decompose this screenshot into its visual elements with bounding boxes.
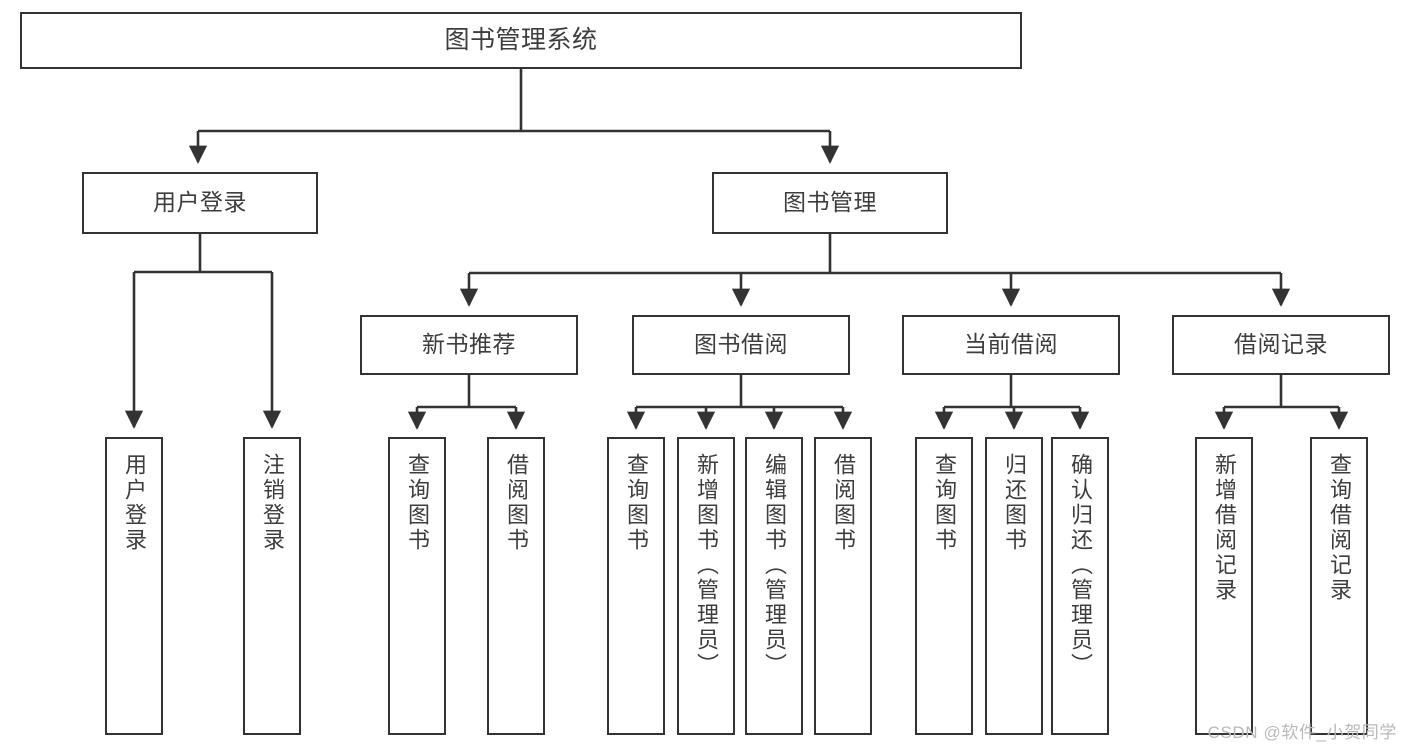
node-new-book-rec-label: 新书推荐 (422, 331, 516, 358)
node-leaf-query-book-3[interactable]: 查询图书 (915, 437, 973, 735)
node-leaf-logout-label: 注销登录 (260, 453, 285, 553)
node-leaf-add-record-label: 新增借阅记录 (1212, 453, 1237, 603)
node-book-manage[interactable]: 图书管理 (712, 172, 948, 234)
node-leaf-borrow-book-1[interactable]: 借阅图书 (487, 437, 545, 735)
node-current-borrow-label: 当前借阅 (964, 331, 1058, 358)
node-leaf-query-book-3-label: 查询图书 (932, 453, 957, 553)
node-leaf-user-login[interactable]: 用户登录 (105, 437, 163, 735)
node-book-borrow[interactable]: 图书借阅 (632, 315, 850, 375)
node-leaf-query-book-2[interactable]: 查询图书 (607, 437, 665, 735)
node-leaf-add-record[interactable]: 新增借阅记录 (1195, 437, 1253, 735)
node-leaf-edit-book[interactable]: 编辑图书（管理员） (745, 437, 803, 735)
node-leaf-user-login-label: 用户登录 (122, 453, 147, 553)
node-leaf-query-record-label: 查询借阅记录 (1327, 453, 1352, 603)
node-leaf-query-book-1[interactable]: 查询图书 (388, 437, 446, 735)
node-book-borrow-label: 图书借阅 (694, 331, 788, 358)
node-leaf-return-book-label: 归还图书 (1002, 453, 1027, 553)
node-leaf-borrow-book-1-label: 借阅图书 (504, 453, 529, 553)
node-user-login-label: 用户登录 (153, 189, 247, 216)
node-root-label: 图书管理系统 (444, 25, 598, 54)
node-new-book-rec[interactable]: 新书推荐 (360, 315, 578, 375)
node-leaf-return-book[interactable]: 归还图书 (985, 437, 1043, 735)
node-leaf-query-book-1-label: 查询图书 (405, 453, 430, 553)
node-leaf-confirm-return-label: 确认归还（管理员） (1068, 453, 1093, 678)
node-leaf-logout[interactable]: 注销登录 (243, 437, 301, 735)
node-leaf-borrow-book-2-label: 借阅图书 (831, 453, 856, 553)
node-borrow-record[interactable]: 借阅记录 (1172, 315, 1390, 375)
node-leaf-borrow-book-2[interactable]: 借阅图书 (814, 437, 872, 735)
node-borrow-record-label: 借阅记录 (1234, 331, 1328, 358)
node-book-manage-label: 图书管理 (783, 189, 877, 216)
node-user-login[interactable]: 用户登录 (82, 172, 318, 234)
node-leaf-add-book[interactable]: 新增图书（管理员） (677, 437, 735, 735)
node-leaf-add-book-label: 新增图书（管理员） (694, 453, 719, 678)
node-root[interactable]: 图书管理系统 (20, 12, 1022, 69)
node-current-borrow[interactable]: 当前借阅 (902, 315, 1120, 375)
node-leaf-confirm-return[interactable]: 确认归还（管理员） (1051, 437, 1109, 735)
node-leaf-query-book-2-label: 查询图书 (624, 453, 649, 553)
node-leaf-edit-book-label: 编辑图书（管理员） (762, 453, 787, 678)
node-leaf-query-record[interactable]: 查询借阅记录 (1310, 437, 1368, 735)
